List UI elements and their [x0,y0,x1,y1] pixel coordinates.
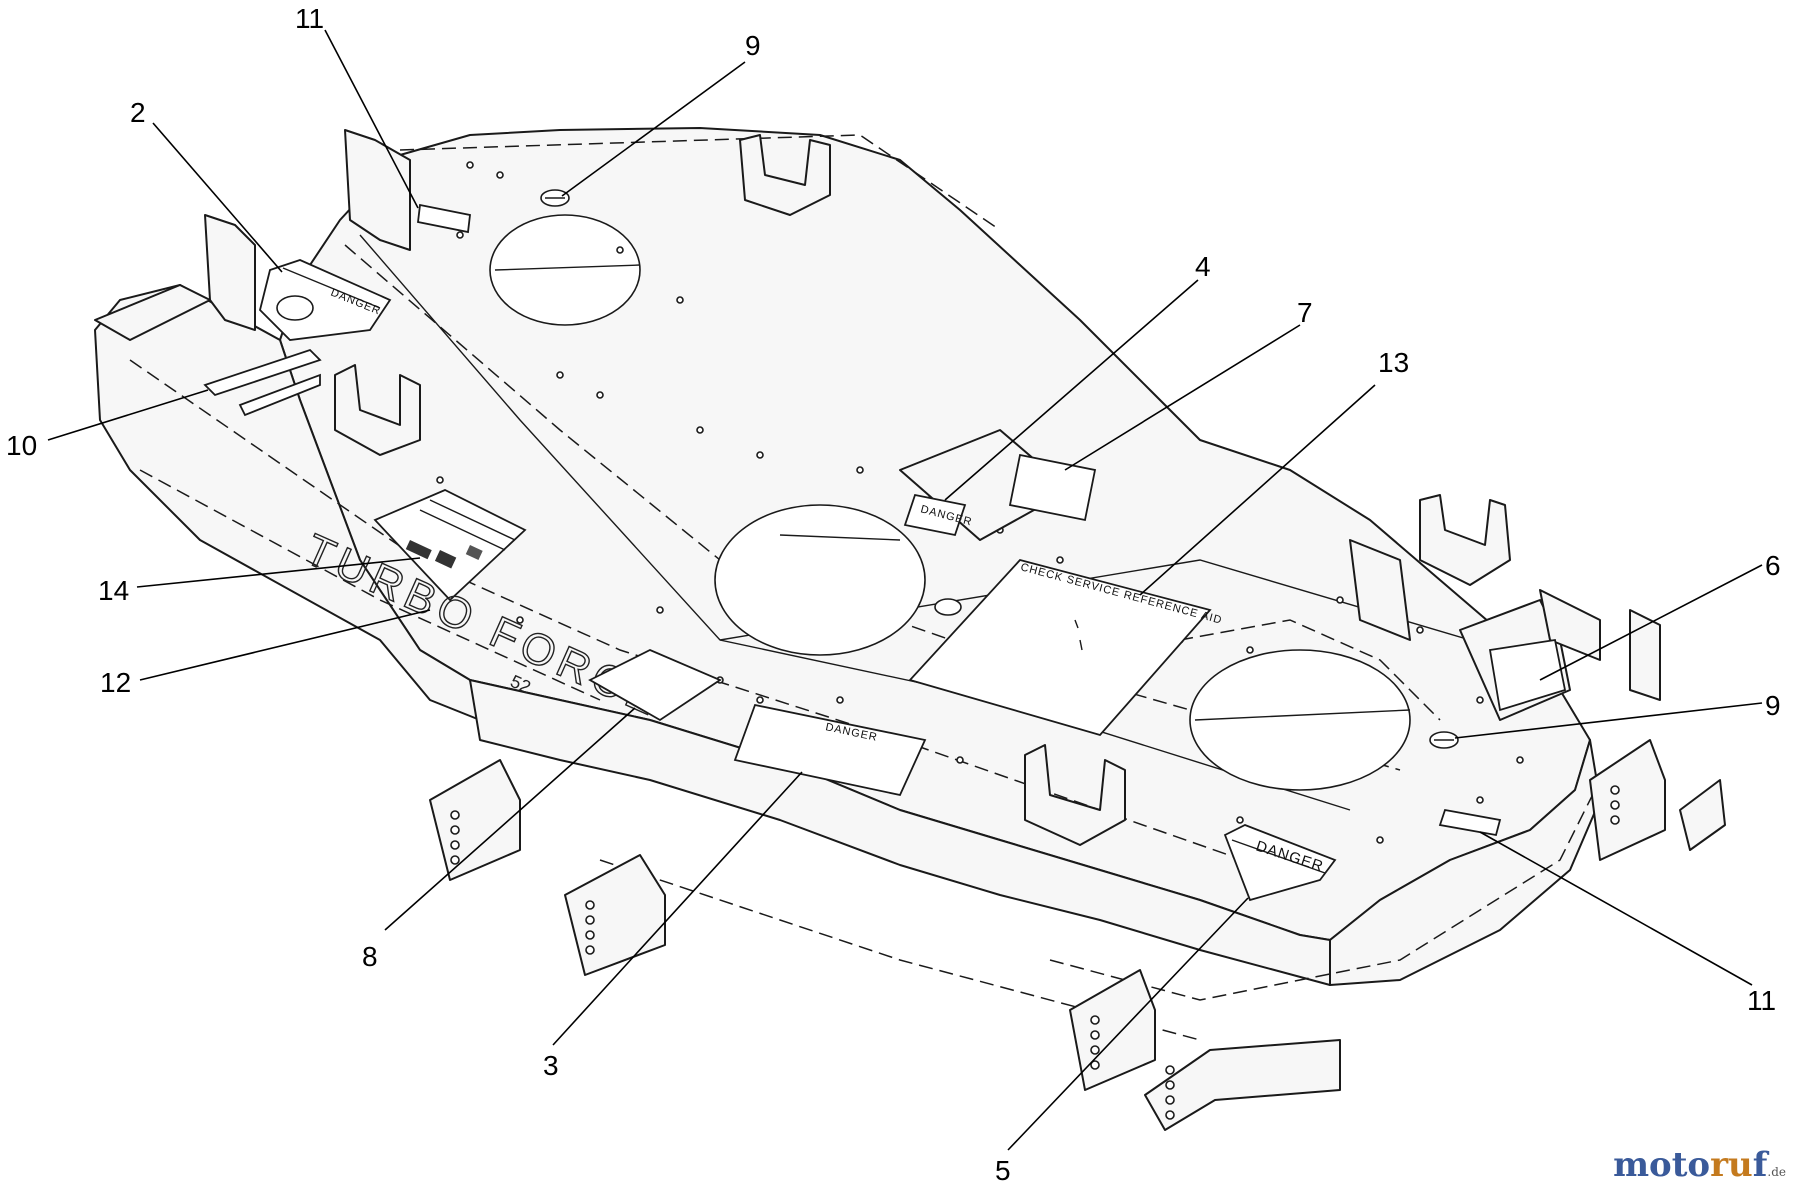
watermark-part3: f [1752,1145,1768,1185]
callout-11-lower: 11 [1747,985,1776,1016]
callout-3: 3 [543,1050,559,1081]
leader-7 [1064,324,1301,471]
watermark-part2: ru [1710,1145,1753,1185]
decal-small-lower [1438,808,1502,837]
decal-eight [588,649,722,722]
decal-danger-center: DANGER [733,703,927,797]
leader-6 [1539,564,1763,681]
callout-10: 10 [6,430,37,461]
watermark-tld: .de [1767,1165,1786,1179]
callout-8: 8 [362,941,378,972]
callout-9-lower: 9 [1765,690,1781,721]
decal-small-upper [417,203,471,234]
callout-13: 13 [1378,347,1409,378]
leader-4 [944,279,1199,501]
callout-4: 4 [1195,251,1211,282]
callout-11-upper: 11 [295,3,324,34]
gauge-wheel-brackets [429,739,1726,1131]
callout-2: 2 [130,97,146,128]
leader-9-lower [1454,702,1763,739]
watermark-part1: moto [1613,1145,1711,1185]
leader-10 [47,389,209,441]
callout-12: 12 [100,667,131,698]
callout-7: 7 [1297,297,1313,328]
front-brackets [334,134,1511,846]
leader-11-upper [324,29,419,209]
callout-6: 6 [1765,550,1781,581]
blade-opening-left [489,214,641,326]
decal-instructions [373,489,527,602]
leader-5 [1007,897,1249,1151]
leader-13 [1139,384,1376,596]
callout-5: 5 [995,1155,1011,1186]
blade-opening-center [714,504,926,656]
leader-8 [384,707,636,931]
callout-labels: 11 9 2 4 7 13 10 6 14 9 12 11 8 3 5 [6,3,1781,1186]
leader-12 [139,609,431,681]
leader-9-upper [561,61,746,197]
decal-six [1488,638,1567,712]
spindle-cap-center [934,598,962,616]
leader-11-lower [1479,831,1753,986]
leader-2 [152,122,283,273]
decal-danger-small: DANGER [903,493,974,537]
leader-14 [136,557,421,588]
watermark-logo: motoruf.de [1613,1145,1786,1185]
decal-service-reference: CHECK SERVICE REFERENCE AID [908,558,1224,737]
callout-14: 14 [98,575,129,606]
leader-lines [47,29,1763,1151]
leader-3 [552,771,803,1046]
decal-height-adjust [203,348,322,417]
decal-seven [1008,453,1097,522]
decal-danger-top-left: DANGER [259,259,392,341]
callout-9-upper: 9 [745,30,761,61]
deck-body [94,127,1726,1131]
blade-opening-right [1189,649,1411,791]
